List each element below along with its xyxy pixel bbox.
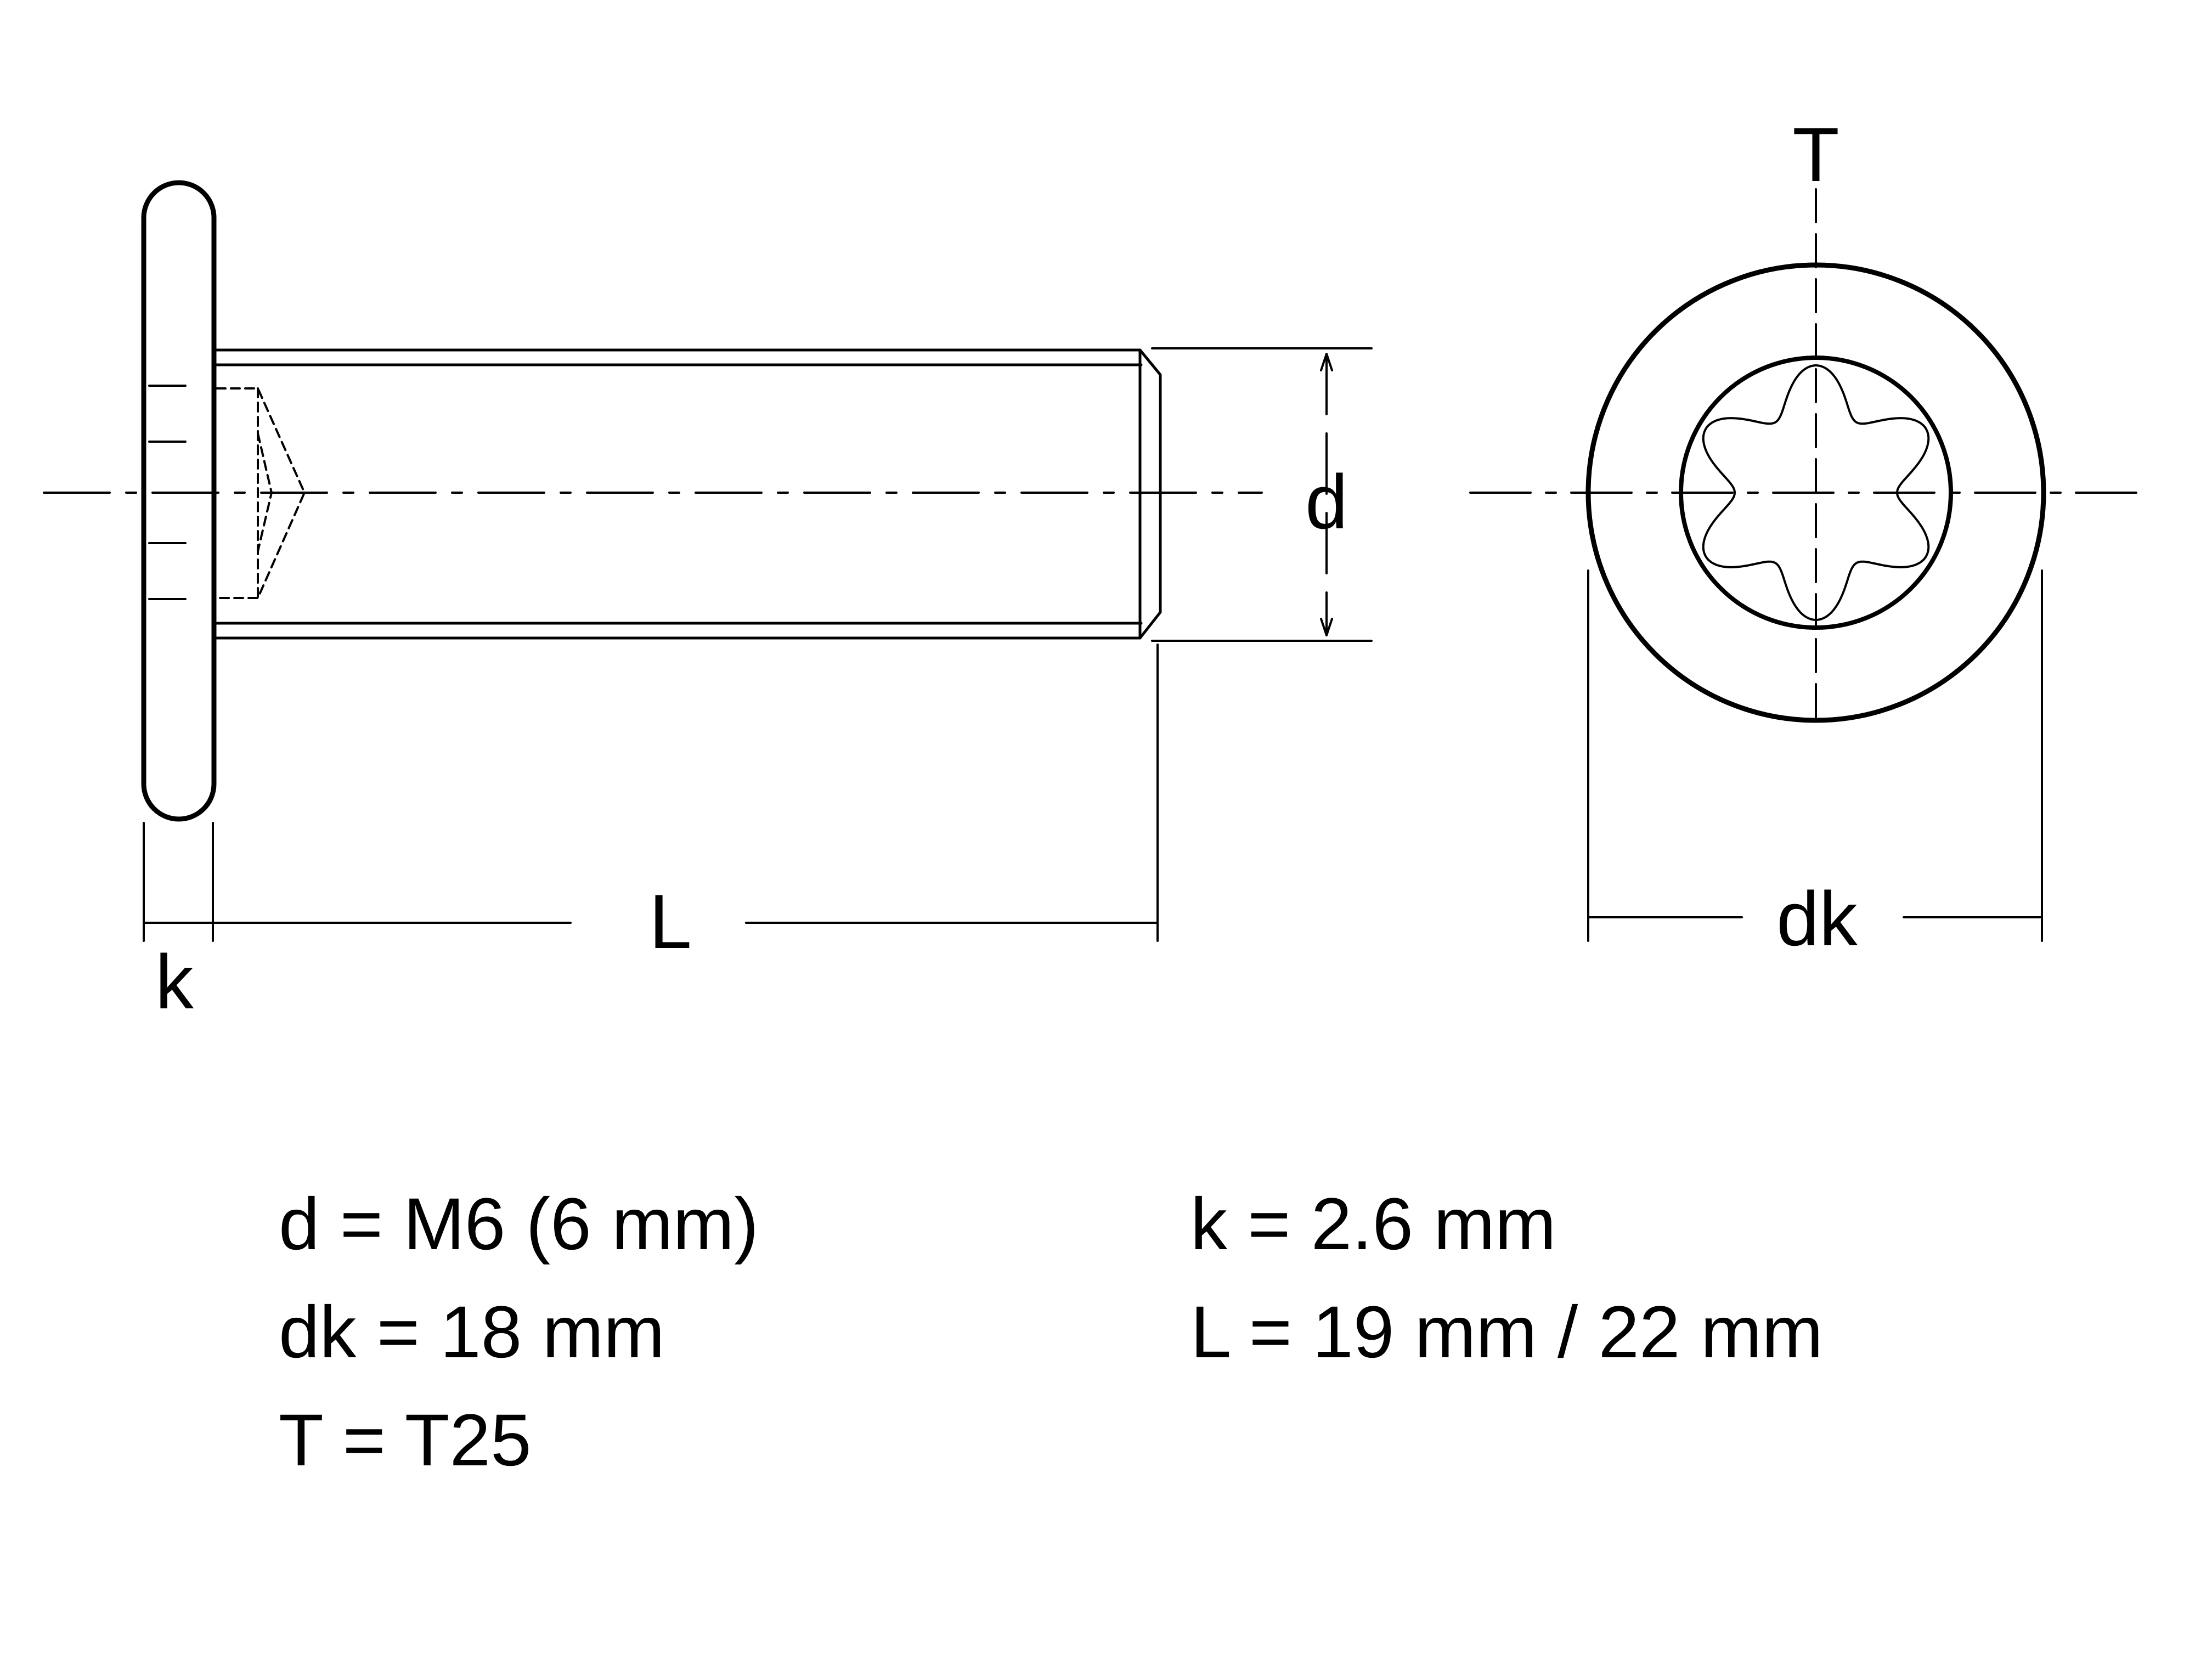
spec-d: d = M6 (6 mm) [279,1183,759,1265]
head-outer-circle [1585,262,2046,723]
label-L: L [649,878,692,964]
side-view [43,180,1373,942]
spec-T: T = T25 [279,1400,532,1481]
spec-k: k = 2.6 mm [1190,1183,1556,1265]
dimension-L [212,644,1159,942]
label-d: d [1305,459,1348,545]
head-tick-marks [148,385,187,600]
screw-head [141,180,217,822]
torx-star [1702,364,1930,621]
dimension-k [143,822,215,942]
label-T: T [1792,111,1839,198]
recess-circle [1679,356,1953,630]
front-view [1469,188,2153,942]
screw-shank [212,348,1162,640]
dimension-d [1151,347,1373,642]
spec-dk: dk = 18 mm [279,1291,665,1373]
spec-L: L = 19 mm / 22 mm [1190,1291,1824,1373]
hidden-socket-outline [216,387,306,599]
label-dk: dk [1776,876,1858,962]
label-k: k [155,939,194,1025]
dimension-dk [1587,569,2043,942]
